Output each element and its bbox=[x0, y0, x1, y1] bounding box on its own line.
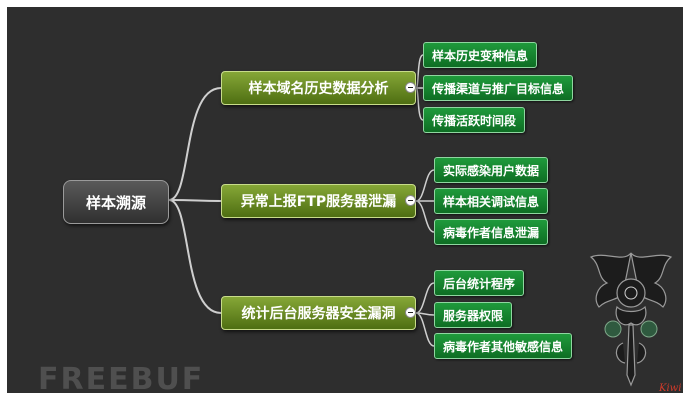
connector-lines bbox=[168, 54, 435, 347]
connector-root-branch-1 bbox=[168, 87, 222, 201]
branch-node-ftp-leak[interactable]: 异常上报FTP服务器泄漏 bbox=[221, 184, 416, 218]
leaf-node[interactable]: 样本相关调试信息 bbox=[434, 188, 549, 214]
branch-node-domain-history[interactable]: 样本域名历史数据分析 bbox=[221, 71, 416, 105]
artist-signature: Kiwi bbox=[659, 383, 682, 393]
connector-branch-3-leaf-3 bbox=[415, 312, 435, 347]
root-node[interactable]: 样本溯源 bbox=[63, 180, 169, 224]
leaf-node[interactable]: 病毒作者其他敏感信息 bbox=[434, 333, 573, 359]
connector-root-branch-3 bbox=[168, 199, 222, 314]
leaf-node[interactable]: 传播渠道与推广目标信息 bbox=[423, 75, 574, 101]
collapse-toggle-icon[interactable] bbox=[405, 307, 416, 318]
connector-root-branch-2 bbox=[168, 199, 222, 202]
leaf-node[interactable]: 样本历史变种信息 bbox=[423, 42, 538, 68]
leaf-node[interactable]: 传播活跃时间段 bbox=[423, 107, 526, 133]
freebuf-watermark: FREEBUF bbox=[38, 362, 205, 397]
tribal-dragon-emblem-icon bbox=[589, 252, 673, 387]
connector-branch-1-leaf-1 bbox=[415, 54, 424, 89]
leaf-node[interactable]: 后台统计程序 bbox=[434, 270, 525, 296]
leaf-node[interactable]: 病毒作者信息泄漏 bbox=[434, 219, 549, 245]
mindmap-canvas: 样本溯源 样本域名历史数据分析 异常上报FTP服务器泄漏 统计后台服务器安全漏洞… bbox=[7, 7, 683, 393]
collapse-toggle-icon[interactable] bbox=[405, 82, 416, 93]
branch-node-backend-vuln[interactable]: 统计后台服务器安全漏洞 bbox=[221, 296, 416, 330]
connector-branch-3-leaf-1 bbox=[415, 282, 435, 314]
collapse-toggle-icon[interactable] bbox=[405, 195, 416, 206]
leaf-node[interactable]: 实际感染用户数据 bbox=[434, 157, 549, 183]
leaf-node[interactable]: 服务器权限 bbox=[434, 302, 513, 328]
connector-branch-1-leaf-3 bbox=[415, 87, 424, 121]
connector-branch-2-leaf-1 bbox=[415, 169, 435, 202]
connector-branch-2-leaf-3 bbox=[415, 200, 435, 233]
